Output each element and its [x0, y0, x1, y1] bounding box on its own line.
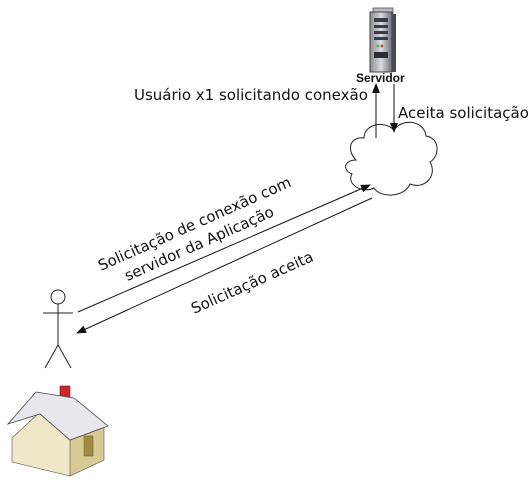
house-front-wall — [11, 411, 71, 477]
stick-figure-icon — [43, 289, 73, 369]
house-icon — [6, 385, 109, 477]
user-request-label: Usuário x1 solicitando conexão — [134, 86, 368, 104]
server-tower-icon — [369, 7, 396, 73]
request-accepted-label: Solicitação aceita — [188, 248, 316, 318]
request-accepted-arrow — [76, 197, 373, 334]
house-roof — [6, 391, 109, 441]
accept-request-label: Aceita solicitação — [398, 104, 528, 122]
app-request-arrow — [77, 184, 371, 313]
house-door — [83, 435, 94, 457]
cloud-icon — [345, 121, 438, 196]
server-label: Servidor — [356, 71, 405, 85]
